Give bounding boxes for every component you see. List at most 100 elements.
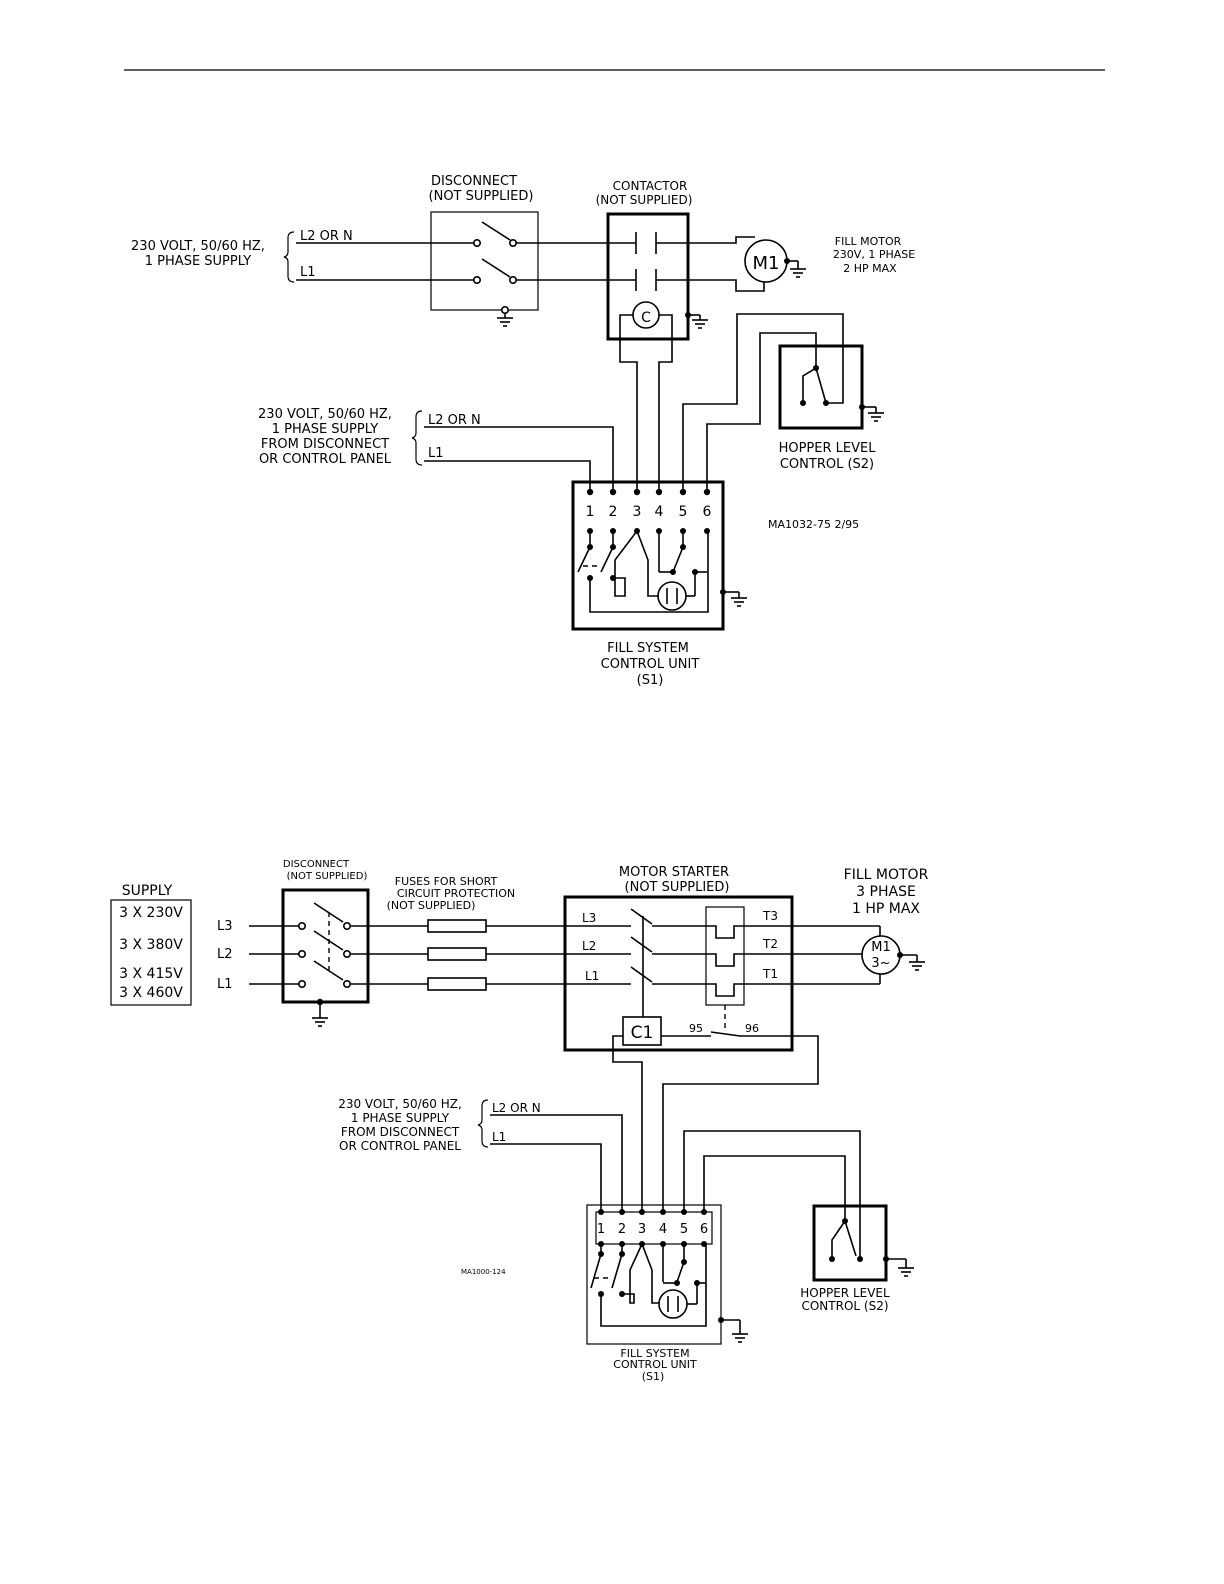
- starter-terminal-l3: L3: [582, 911, 596, 925]
- disconnect-terminal: [472, 275, 481, 284]
- starter-terminal-t2: T2: [762, 937, 778, 951]
- supply-label-line1: 230 VOLT, 50/60 HZ,: [131, 239, 265, 254]
- overload-element: [706, 983, 744, 997]
- terminal-label-5: 5: [680, 1222, 688, 1237]
- disconnect-ground-terminal: [500, 305, 509, 314]
- disconnect-label-line1: DISCONNECT: [283, 859, 350, 870]
- ground-icon: [723, 591, 747, 607]
- supply-brace: [283, 231, 295, 283]
- hopper-level-control-box: [812, 1204, 888, 1282]
- disconnect-terminal: [508, 275, 517, 284]
- wire-contactor-motor: [656, 236, 755, 244]
- fill-motor-label: M1: [753, 253, 780, 274]
- terminal-label-3: 3: [638, 1222, 646, 1237]
- ground-icon: [721, 1319, 748, 1343]
- contactor-label-line2: (NOT SUPPLIED): [596, 193, 693, 207]
- disconnect-terminal: [472, 239, 481, 248]
- wire-ctrl-l1-t1: [490, 1143, 602, 1212]
- unit-label-line2: CONTROL UNIT: [613, 1358, 697, 1371]
- line-label-l2: L2 OR N: [300, 229, 353, 244]
- terminal-label-2: 2: [609, 504, 618, 520]
- wire-hopper-t6: [703, 1155, 846, 1221]
- supply-table: [110, 899, 192, 1006]
- hopper-label-line1: HOPPER LEVEL: [800, 1286, 890, 1300]
- terminal-dots-bottom: [587, 528, 710, 534]
- motor-3ph-label: M1: [871, 940, 891, 955]
- disconnect-box: [281, 888, 370, 1004]
- wire-coil-t3: [612, 1035, 643, 1212]
- ctrl-supply-brace: [477, 1099, 489, 1148]
- drawing-reference: MA1032-75 2/95: [768, 518, 859, 531]
- motor-3ph-desc-line2: 3 PHASE: [856, 884, 916, 900]
- disconnect-label-line2: (NOT SUPPLIED): [429, 189, 534, 204]
- wire-contactor-motor: [656, 279, 765, 292]
- ground-icon: [688, 314, 708, 329]
- supply-label-line2: 1 PHASE SUPPLY: [145, 254, 251, 269]
- hopper-label-line2: CONTROL (S2): [801, 1299, 888, 1313]
- ctrl-line-l2: L2 OR N: [492, 1101, 541, 1115]
- ctrl-line-l1: L1: [492, 1130, 506, 1144]
- terminal-label-6: 6: [700, 1222, 708, 1237]
- supply-title: SUPPLY: [122, 883, 173, 899]
- hopper-internal-wire: [831, 1220, 846, 1259]
- terminal-label-4: 4: [659, 1222, 667, 1237]
- disconnect-blade: [481, 258, 511, 278]
- terminal-label-2: 2: [618, 1222, 626, 1237]
- starter-contact: [630, 936, 653, 953]
- hopper-switch-blade: [815, 367, 827, 404]
- unit-label-line3: (S1): [642, 1370, 665, 1383]
- fuses-label-line2: CIRCUIT PROTECTION: [397, 887, 515, 900]
- disconnect-blade: [481, 221, 511, 241]
- wire-coil-t4: [658, 314, 673, 492]
- disconnect-label-line1: DISCONNECT: [431, 174, 517, 189]
- motor-3ph-desc-line1: FILL MOTOR: [844, 867, 929, 883]
- ctrl-supply-line4: OR CONTROL PANEL: [339, 1139, 461, 1153]
- fuses-label-line3: (NOT SUPPLIED): [387, 899, 476, 912]
- starter-coil: [622, 1016, 662, 1046]
- ctrl-supply-line3: FROM DISCONNECT: [261, 437, 389, 452]
- supply-option-2: 3 X 380V: [119, 937, 183, 953]
- overload-element: [706, 953, 744, 967]
- ground-icon: [497, 313, 513, 327]
- fuse-l2: [427, 947, 487, 961]
- line-label-l1: L1: [300, 265, 316, 280]
- ground-icon: [312, 1002, 328, 1027]
- terminal-label-6: 6: [703, 504, 712, 520]
- contactor-label-line1: CONTACTOR: [613, 179, 688, 193]
- starter-contact: [630, 908, 653, 925]
- hopper-level-control-box: [778, 344, 864, 430]
- starter-terminal-l1: L1: [585, 969, 599, 983]
- starter-contact: [630, 966, 653, 983]
- starter-terminal-l2: L2: [582, 939, 596, 953]
- ctrl-supply-line4: OR CONTROL PANEL: [259, 452, 392, 467]
- three-phase-diagram: SUPPLY 3 X 230V 3 X 380V 3 X 415V 3 X 46…: [110, 859, 929, 1383]
- terminal-strip: [595, 1211, 713, 1245]
- aux-contact-96: 96: [745, 1022, 759, 1035]
- supply-option-3: 3 X 415V: [119, 966, 183, 982]
- aux-contact-95: 95: [689, 1022, 703, 1035]
- hopper-label-line2: CONTROL (S2): [780, 457, 874, 472]
- ctrl-supply-line3: FROM DISCONNECT: [341, 1125, 460, 1139]
- fill-system-control-unit-box: [571, 480, 725, 631]
- starter-terminal-t3: T3: [762, 909, 778, 923]
- disconnect-terminals: [297, 921, 351, 988]
- ctrl-supply-line2: 1 PHASE SUPPLY: [272, 422, 378, 437]
- disconnect-label-line2: (NOT SUPPLIED): [287, 871, 368, 882]
- unit-label-line1: FILL SYSTEM: [620, 1347, 689, 1360]
- unit-label-line2: CONTROL UNIT: [601, 657, 700, 672]
- fill-system-control-unit-box: [586, 1204, 722, 1345]
- control-unit-internal-wiring: [577, 530, 709, 613]
- aux-contact-blade: [710, 1031, 741, 1037]
- overload-relay: [705, 906, 745, 1006]
- motor-3ph-desc-line3: 1 HP MAX: [852, 901, 920, 917]
- terminal-label-1: 1: [597, 1222, 605, 1237]
- hopper-label-line1: HOPPER LEVEL: [779, 441, 877, 456]
- wire-hopper-t6: [706, 332, 817, 492]
- unit-label-line3: (S1): [637, 673, 664, 688]
- fuse-l1: [427, 977, 487, 991]
- wire-coil-t3: [619, 314, 638, 492]
- overload-element: [706, 925, 744, 939]
- contactor-coil-label: C: [641, 310, 651, 326]
- ctrl-line-l1: L1: [428, 446, 444, 461]
